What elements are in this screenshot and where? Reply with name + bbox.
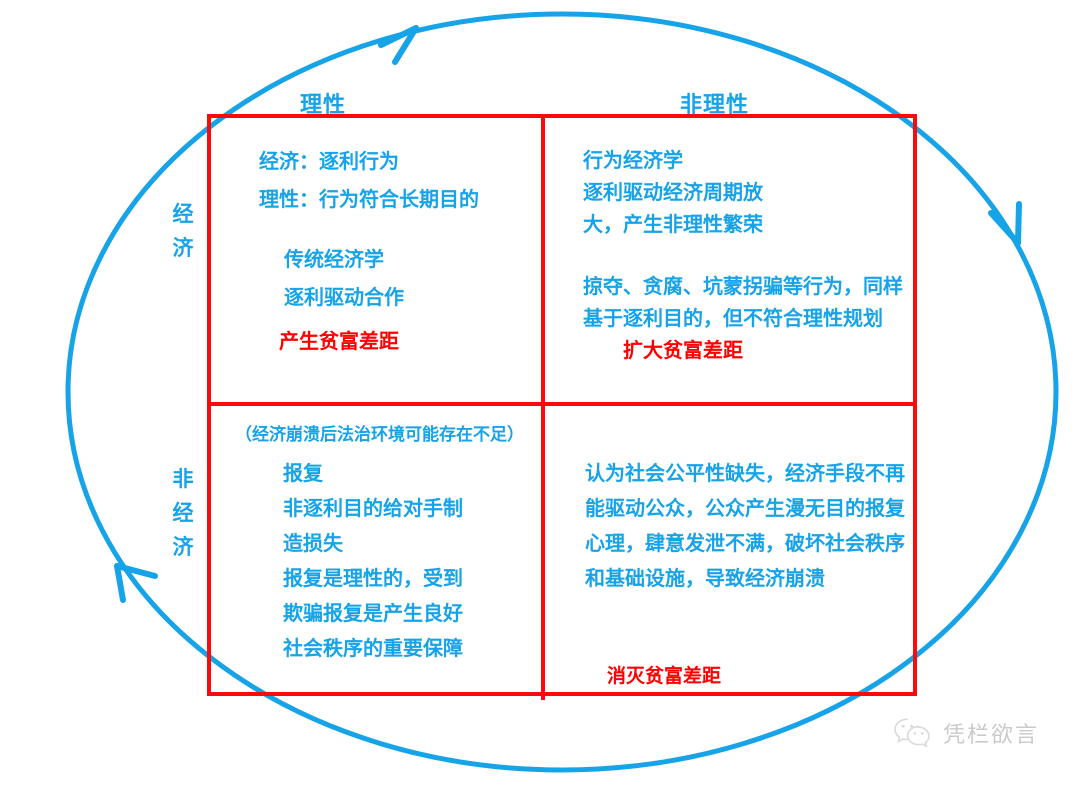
q3-note: （经济崩溃后法治环境可能存在不足） xyxy=(235,425,524,445)
matrix-horizontal-divider xyxy=(211,402,917,406)
row-header-non-economic: 非 经 济 xyxy=(163,462,203,564)
q1-line-1: 经济：逐利行为 xyxy=(259,149,399,173)
arrow-head-right xyxy=(988,201,1022,246)
watermark: 凭栏欲言 xyxy=(893,716,1039,750)
q1-line-3: 传统经济学 xyxy=(284,247,384,271)
column-header-irrational: 非理性 xyxy=(680,93,750,118)
row-header-economic: 经 济 xyxy=(163,197,203,265)
quadrant-non-economic-irrational: 认为社会公平性缺失，经济手段不再能驱动公众，公众产生漫无目的报复心理，肆意发泄不… xyxy=(545,406,917,696)
wechat-icon xyxy=(894,718,930,748)
quadrant-non-economic-rational: （经济崩溃后法治环境可能存在不足） 报复 非逐利目的给对手制 造损失 报复是理性… xyxy=(211,406,541,696)
quadrant-economic-irrational: 行为经济学 逐利驱动经济周期放 大，产生非理性繁荣 掠夺、贪腐、坑蒙拐骗等行为，… xyxy=(545,118,917,402)
q2-paragraph-1: 行为经济学 逐利驱动经济周期放 大，产生非理性繁荣 xyxy=(583,148,763,236)
arrow-head-top xyxy=(378,25,419,65)
q4-paragraph: 认为社会公平性缺失，经济手段不再能驱动公众，公众产生漫无目的报复心理，肆意发泄不… xyxy=(585,461,905,590)
q2-highlight: 扩大贫富差距 xyxy=(623,338,743,362)
matrix-vertical-divider xyxy=(541,118,545,700)
quadrant-matrix: 经济：逐利行为 理性：行为符合长期目的 传统经济学 逐利驱动合作 产生贫富差距 … xyxy=(207,114,917,700)
watermark-text: 凭栏欲言 xyxy=(943,723,1040,748)
arrow-head-bottom-left xyxy=(114,563,158,603)
column-header-rational: 理性 xyxy=(300,93,347,118)
q1-line-2: 理性：行为符合长期目的 xyxy=(259,187,479,211)
q2-paragraph-2: 掠夺、贪腐、坑蒙拐骗等行为，同样基于逐利目的，但不符合理性规划 xyxy=(583,274,903,330)
row-header-non-economic-char-2: 经 xyxy=(172,501,194,525)
q2-paragraph-2-wrapper: 掠夺、贪腐、坑蒙拐骗等行为，同样基于逐利目的，但不符合理性规划扩大贫富差距 xyxy=(583,270,913,366)
row-header-economic-char-2: 济 xyxy=(172,236,194,260)
row-header-economic-char-1: 经 xyxy=(172,202,194,226)
row-header-non-economic-char-3: 济 xyxy=(172,535,194,559)
q4-highlight: 消灭贫富差距 xyxy=(607,665,722,687)
q1-highlight: 产生贫富差距 xyxy=(279,329,399,353)
q1-line-4: 逐利驱动合作 xyxy=(284,285,404,309)
q3-paragraph: 报复 非逐利目的给对手制 造损失 报复是理性的，受到 欺骗报复是产生良好 社会秩… xyxy=(283,461,463,660)
quadrant-economic-rational: 经济：逐利行为 理性：行为符合长期目的 传统经济学 逐利驱动合作 产生贫富差距 xyxy=(211,118,541,402)
row-header-non-economic-char-1: 非 xyxy=(172,467,194,491)
